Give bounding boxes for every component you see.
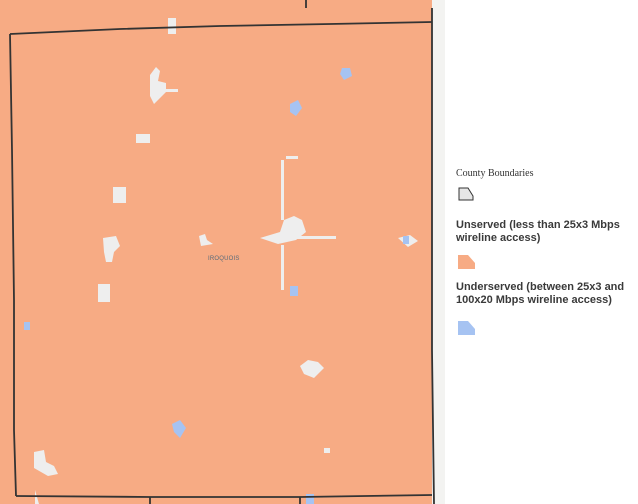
map-canvas	[0, 0, 445, 504]
county-boundary-icon	[458, 187, 474, 201]
legend-unserved-label: Unserved (less than 25x3 Mbps wireline a…	[456, 219, 620, 244]
unserved-area	[0, 0, 432, 504]
outside-region	[432, 0, 445, 504]
map-legend: County Boundaries Unserved (less than 25…	[456, 168, 638, 347]
neighbor-county-left	[0, 0, 10, 504]
county-boundaries	[9, 0, 435, 504]
underserved-swatch-icon	[458, 321, 475, 335]
legend-underserved-label: Underserved (between 25x3 and 100x20 Mbp…	[456, 281, 625, 306]
legend-county-boundaries-label: County Boundaries	[456, 168, 534, 179]
broadband-map[interactable]: IROQUOIS	[0, 0, 445, 504]
county-name-label: IROQUOIS	[208, 256, 240, 262]
unserved-swatch-icon	[458, 255, 475, 269]
